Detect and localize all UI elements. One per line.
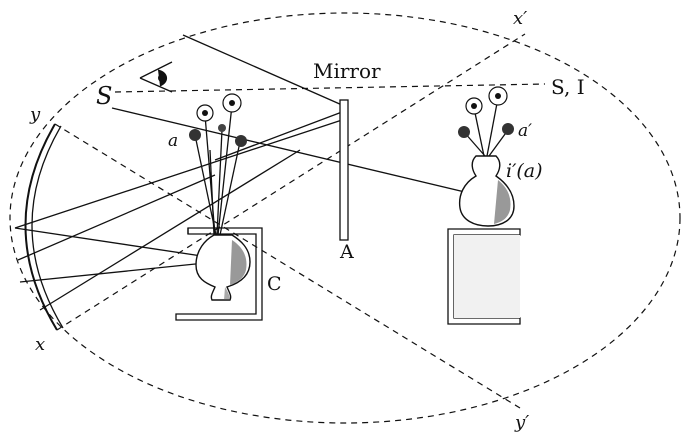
label-x: x bbox=[35, 334, 45, 355]
ray-2 bbox=[111, 107, 491, 199]
eye-icon bbox=[139, 61, 173, 93]
dashed-line-y-yprime bbox=[54, 123, 521, 409]
label-y: y bbox=[29, 104, 41, 125]
ray-6 bbox=[19, 261, 216, 283]
dashed-line-x-xprime bbox=[56, 33, 526, 331]
label-a-image: a′ bbox=[518, 121, 532, 141]
stand-c bbox=[175, 227, 263, 321]
ray-8 bbox=[214, 111, 343, 161]
ray-3 bbox=[14, 119, 343, 229]
plane-mirror bbox=[339, 99, 349, 241]
vase-icon bbox=[195, 234, 251, 301]
concave-mirror bbox=[24, 123, 58, 331]
label-a-object: a bbox=[168, 131, 178, 151]
field-of-view-ellipse bbox=[9, 12, 681, 424]
ray-1 bbox=[182, 34, 343, 106]
dashed-line-si bbox=[114, 83, 546, 93]
label-y-prime: y′ bbox=[514, 412, 529, 433]
label-si: S, I bbox=[551, 75, 585, 99]
ray-5 bbox=[17, 174, 216, 261]
label-mirror-base: A bbox=[339, 241, 354, 263]
ray-4 bbox=[14, 227, 216, 259]
label-x-prime: x′ bbox=[513, 8, 527, 29]
label-i-prime-a: i′(a) bbox=[506, 160, 543, 182]
flower-icon bbox=[189, 93, 247, 236]
vase-image-icon bbox=[458, 155, 515, 227]
ray-7 bbox=[39, 149, 301, 311]
label-stand-c: C bbox=[267, 273, 282, 295]
label-mirror: Mirror bbox=[313, 59, 381, 83]
image-stand bbox=[447, 228, 521, 325]
image-flowers bbox=[458, 86, 514, 157]
label-s-symbol: S bbox=[96, 82, 112, 110]
